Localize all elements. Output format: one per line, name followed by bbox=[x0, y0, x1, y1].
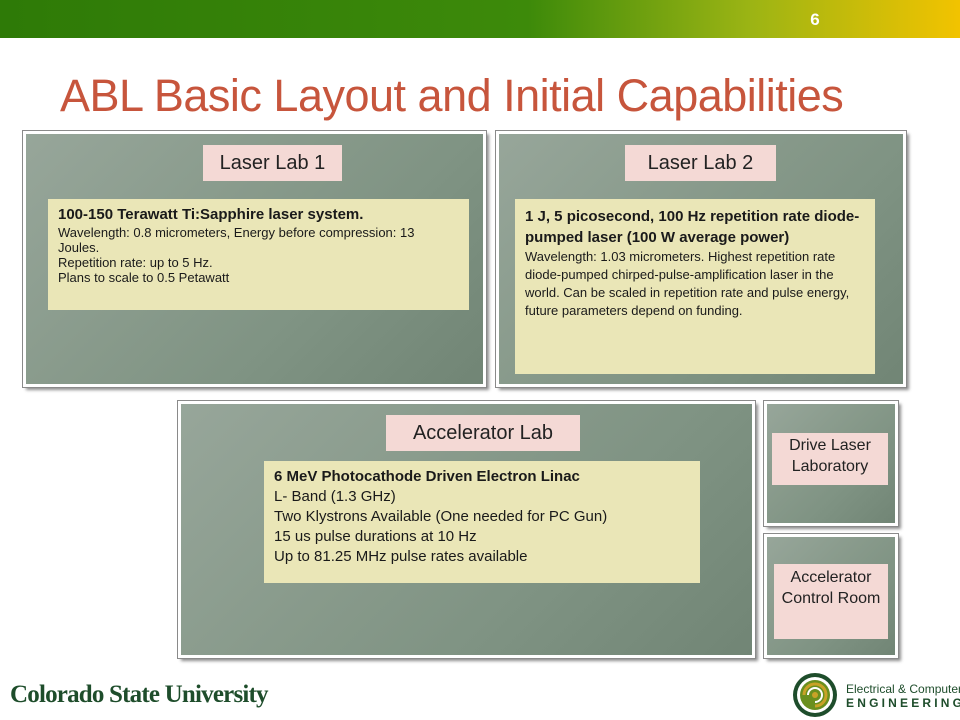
accelerator-lab-specs: 6 MeV Photocathode Driven Electron Linac… bbox=[264, 461, 700, 583]
laser-lab-2-heading: 1 J, 5 picosecond, 100 Hz repetition rat… bbox=[525, 208, 860, 246]
header-gradient-bar bbox=[0, 0, 960, 38]
accelerator-control-room-label: Accelerator Control Room bbox=[774, 564, 888, 639]
accelerator-lab-line: L- Band (1.3 GHz) bbox=[274, 488, 396, 505]
ece-line-1: Electrical & Computer bbox=[846, 682, 960, 696]
accelerator-lab-line: 15 us pulse durations at 10 Hz bbox=[274, 528, 477, 545]
ece-line-2: ENGINEERING bbox=[846, 696, 960, 710]
slide-title: ABL Basic Layout and Initial Capabilitie… bbox=[60, 70, 844, 121]
laser-lab-1-line: Plans to scale to 0.5 Petawatt bbox=[58, 270, 230, 285]
laser-lab-1-line: Wavelength: 0.8 micrometers, Energy befo… bbox=[58, 225, 415, 255]
laser-lab-1-label: Laser Lab 1 bbox=[203, 145, 342, 181]
laser-lab-1-line: Repetition rate: up to 5 Hz. bbox=[58, 255, 213, 270]
accelerator-lab-line: Two Klystrons Available (One needed for … bbox=[274, 508, 608, 525]
colorado-state-university-logo: Colorado State University bbox=[10, 681, 269, 708]
laser-lab-1-specs: 100-150 Terawatt Ti:Sapphire laser syste… bbox=[48, 199, 469, 310]
accelerator-lab-heading: 6 MeV Photocathode Driven Electron Linac bbox=[274, 468, 580, 485]
laser-lab-2-label: Laser Lab 2 bbox=[625, 145, 776, 181]
laser-lab-1-heading: 100-150 Terawatt Ti:Sapphire laser syste… bbox=[58, 206, 364, 223]
ece-department-logo: Electrical & Computer ENGINEERING bbox=[846, 683, 960, 711]
slide-number: 6 bbox=[810, 10, 820, 29]
laser-lab-2-line: Wavelength: 1.03 micrometers. Highest re… bbox=[525, 249, 850, 318]
accelerator-lab-label: Accelerator Lab bbox=[386, 415, 580, 451]
laser-lab-2-specs: 1 J, 5 picosecond, 100 Hz repetition rat… bbox=[515, 199, 875, 374]
ece-seal-icon bbox=[793, 673, 837, 717]
drive-laser-lab-label: Drive Laser Laboratory bbox=[772, 433, 888, 485]
accelerator-lab-line: Up to 81.25 MHz pulse rates available bbox=[274, 548, 528, 565]
